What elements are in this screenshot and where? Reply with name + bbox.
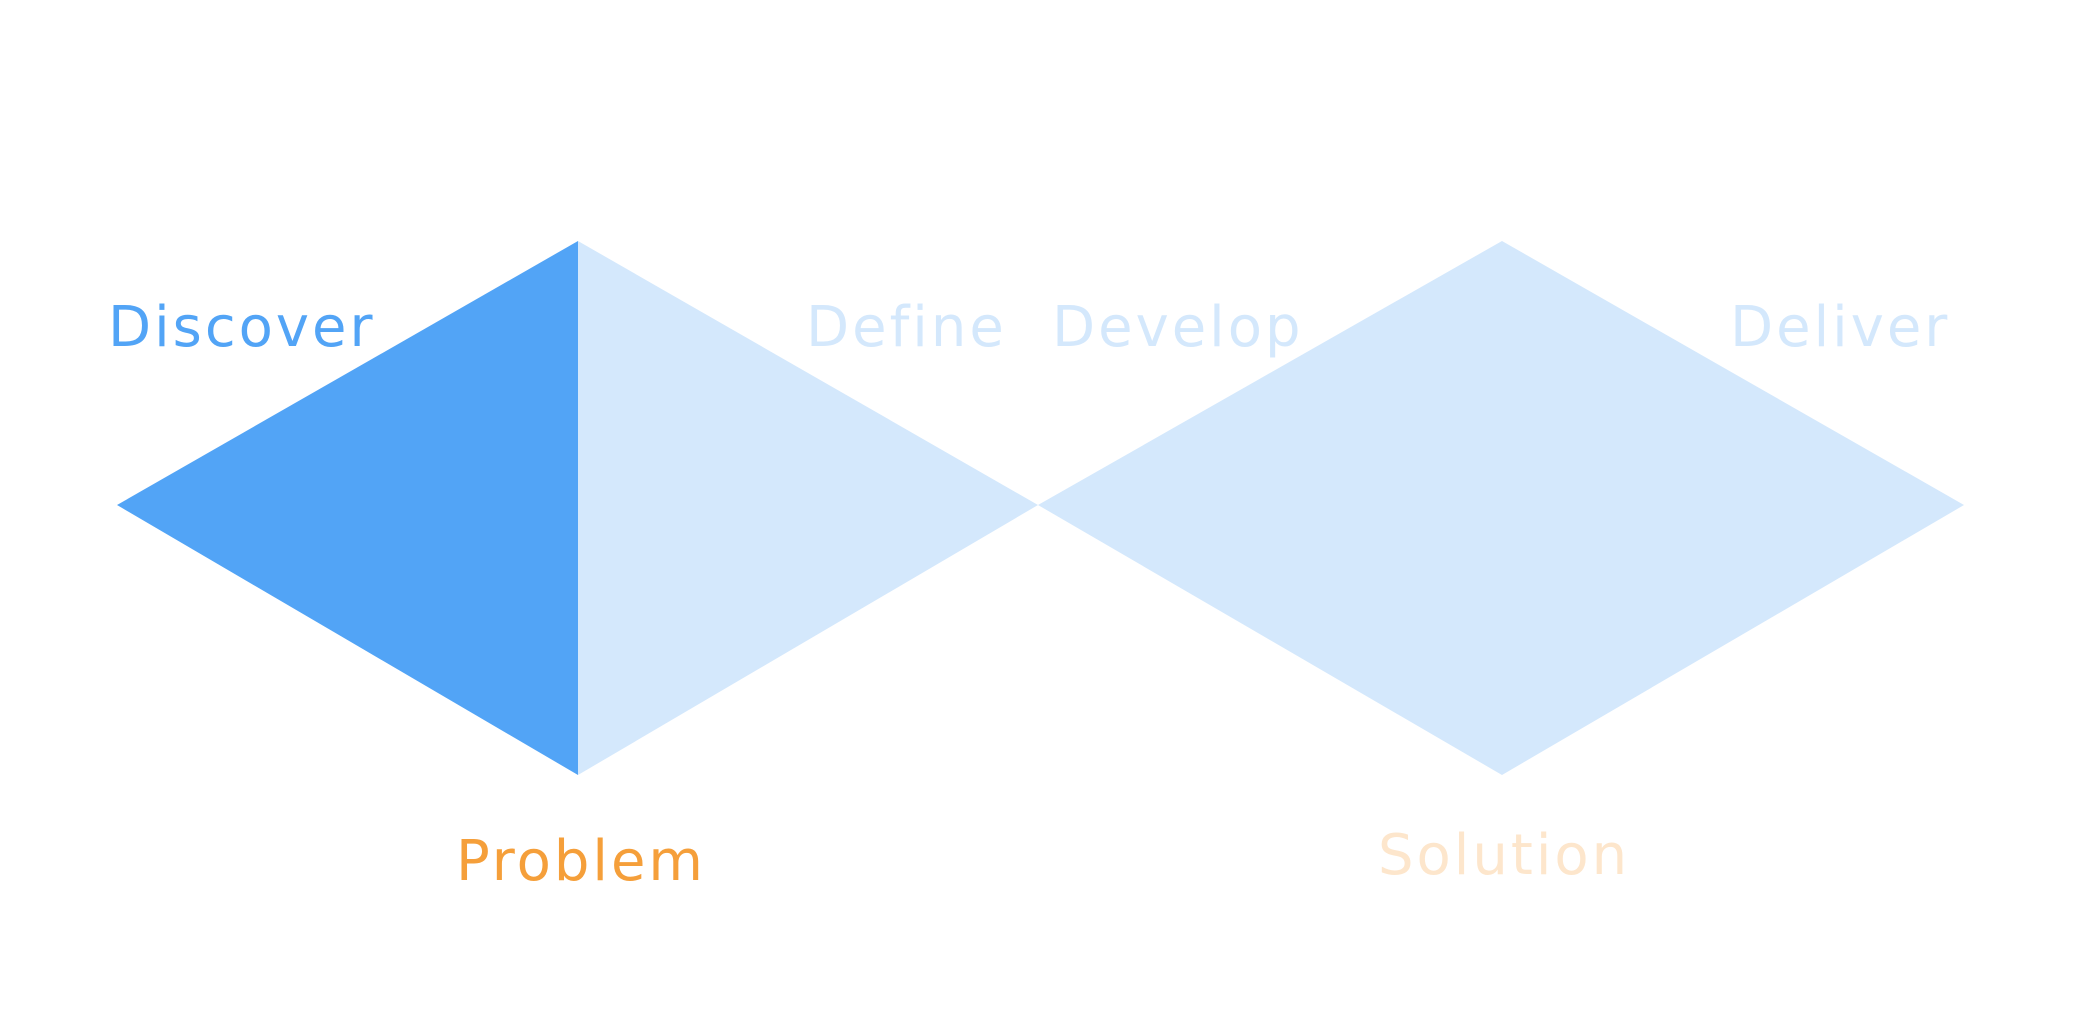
space-label-problem: Problem xyxy=(456,829,706,894)
phase-label-define: Define xyxy=(806,295,1007,360)
phase-label-develop: Develop xyxy=(1052,295,1304,360)
deliver-phase-shape xyxy=(1502,241,1964,775)
define-phase-shape xyxy=(578,241,1038,775)
phase-label-deliver: Deliver xyxy=(1730,295,1951,360)
discover-phase-shape xyxy=(117,241,578,775)
phase-label-discover: Discover xyxy=(108,295,376,360)
space-label-solution: Solution xyxy=(1378,823,1631,888)
develop-phase-shape xyxy=(1038,241,1502,775)
